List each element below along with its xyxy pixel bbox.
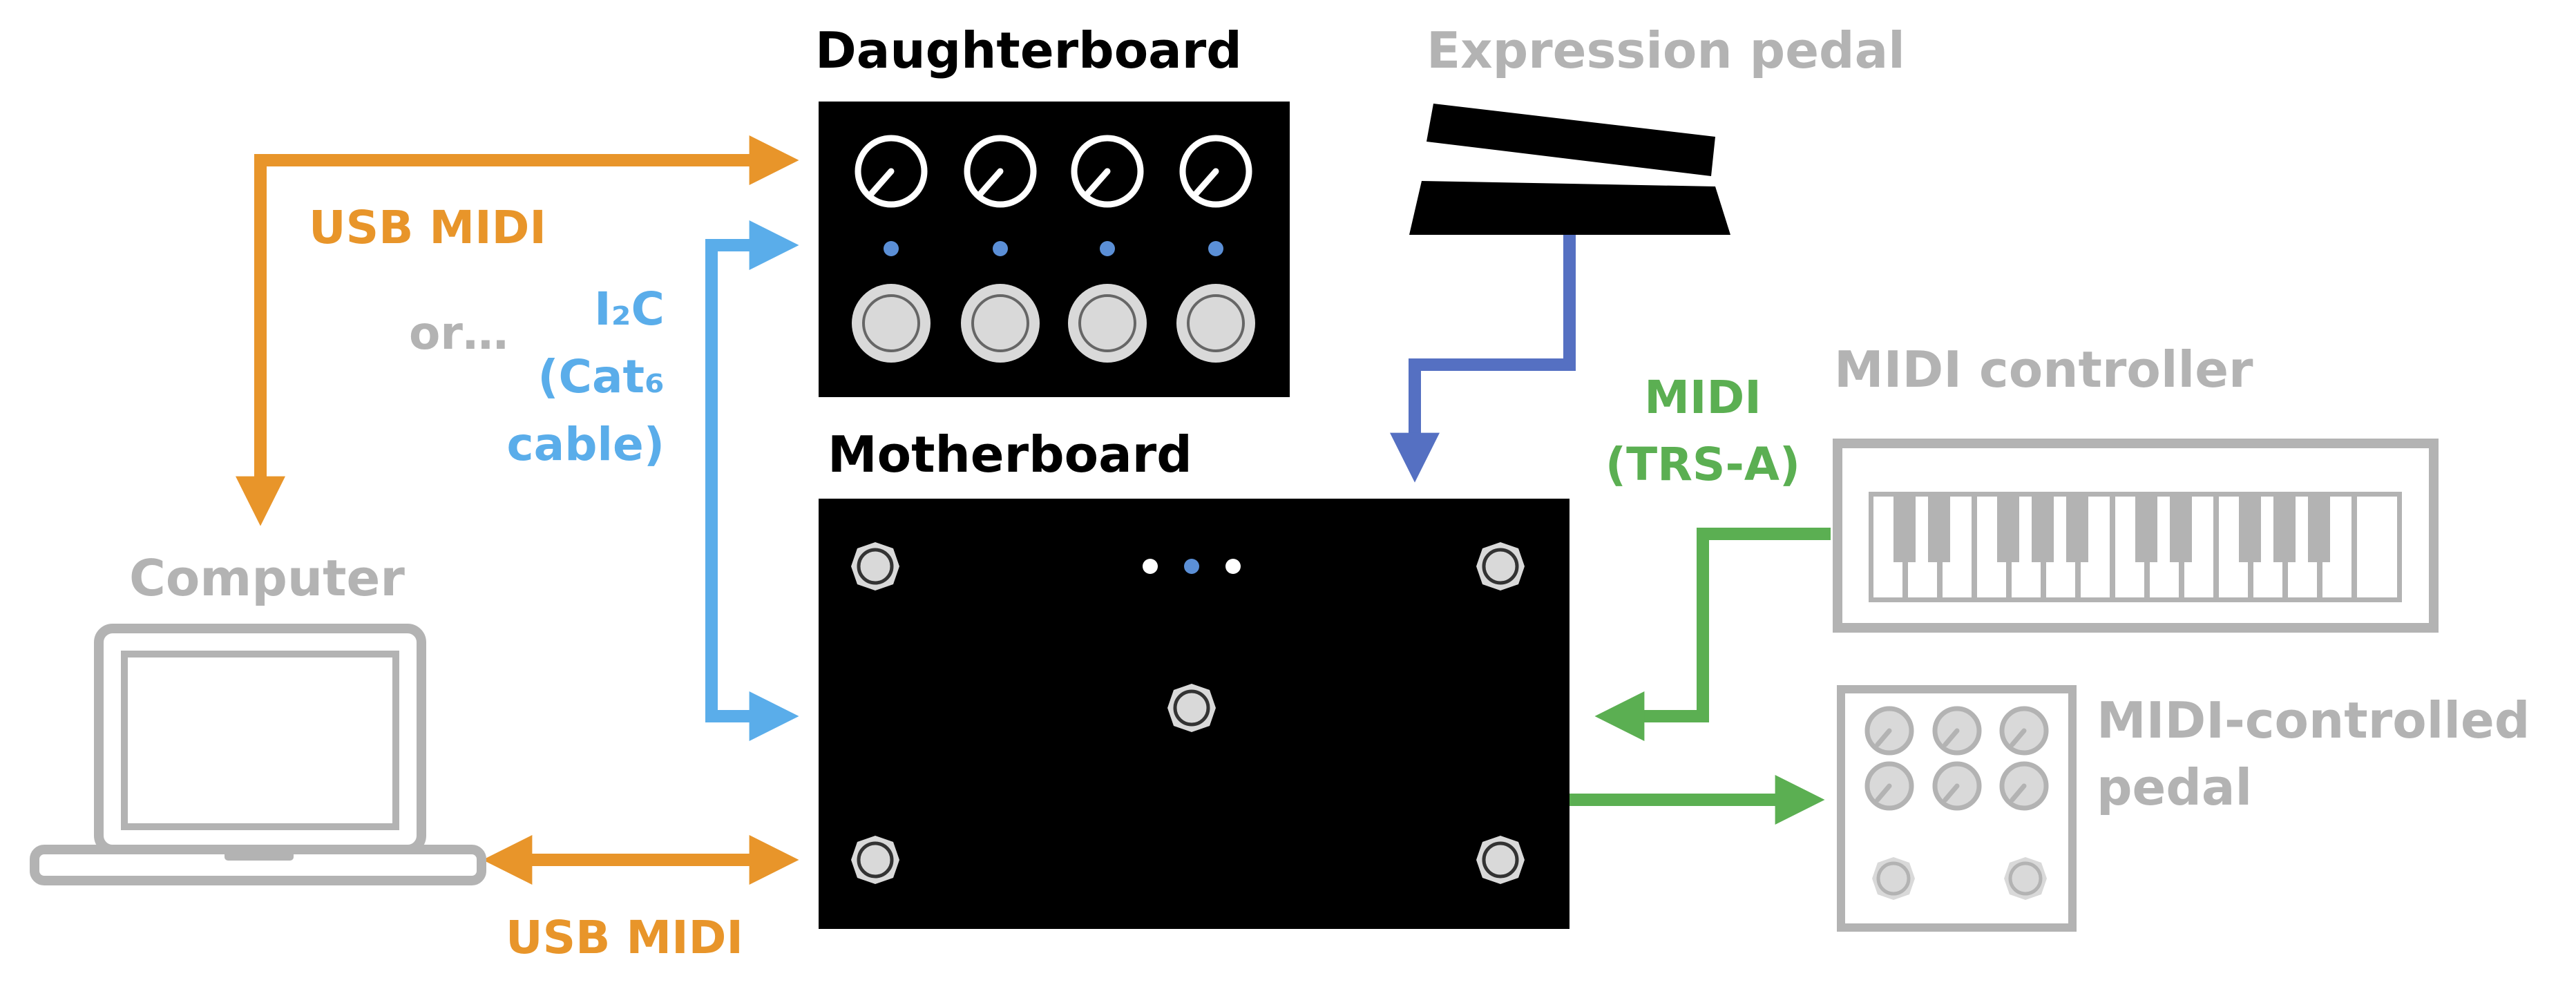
midi-label-line2: (TRS-A) [1605, 438, 1800, 491]
or-label: or… [409, 307, 508, 360]
daughterboard-led [884, 241, 899, 256]
daughterboard-led [1208, 241, 1223, 256]
midi-controlled-pedal-icon [1837, 685, 2077, 932]
daughterboard [819, 102, 1290, 397]
daughterboard-led [1100, 241, 1115, 256]
motherboard-footswitch [851, 542, 899, 591]
usb-midi-top-label: USB MIDI [309, 201, 546, 254]
i2c-label-line1: I₂C [594, 282, 665, 336]
usb-midi-computer-to-daughterboard-line [236, 135, 799, 526]
motherboard-footswitch [1167, 684, 1216, 732]
daughterboard-knob [964, 135, 1037, 208]
black-keys [1893, 497, 2330, 562]
midi-controlled-pedal-label-line1: MIDI-controlled [2097, 691, 2530, 749]
daughterboard-led [993, 241, 1008, 256]
daughterboard-label: Daughterboard [815, 21, 1242, 79]
expression-pedal-label: Expression pedal [1427, 21, 1905, 79]
motherboard-footswitch [1476, 836, 1525, 884]
computer-label: Computer [129, 549, 405, 607]
daughterboard-footswitch [852, 284, 931, 363]
midi-controller-keyboard-icon [1833, 439, 2439, 633]
daughterboard-knob [1071, 135, 1144, 208]
expression-pedal-treadle [1427, 104, 1715, 176]
motherboard-led [1225, 559, 1241, 574]
motherboard-led [1143, 559, 1158, 574]
motherboard-footswitch [1476, 542, 1525, 591]
motherboard-footswitch [851, 836, 899, 884]
midi-controlled-pedal-label-line2: pedal [2097, 758, 2252, 816]
expression-pedal [1409, 104, 1730, 235]
midi-controller-label: MIDI controller [1834, 340, 2253, 399]
daughterboard-knob [1179, 135, 1252, 208]
expression-pedal-base [1409, 181, 1730, 235]
i2c-label-line2: (Cat₆ [537, 350, 665, 403]
i2c-cable-line [705, 220, 799, 741]
motherboard-label: Motherboard [828, 425, 1192, 483]
daughterboard-footswitch [1176, 284, 1255, 363]
i2c-label-line3: cable) [507, 418, 665, 471]
daughterboard-knob [855, 135, 928, 208]
usb-midi-bottom-label: USB MIDI [506, 911, 743, 964]
motherboard [819, 499, 1570, 929]
expression-pedal-line [1390, 235, 1576, 483]
daughterboard-footswitch [1068, 284, 1147, 363]
motherboard-led [1184, 559, 1199, 574]
computer-laptop-icon [30, 624, 486, 885]
midi-label-line1: MIDI [1644, 371, 1762, 424]
midi-controller-to-motherboard-line [1594, 528, 1831, 741]
daughterboard-footswitch [961, 284, 1040, 363]
